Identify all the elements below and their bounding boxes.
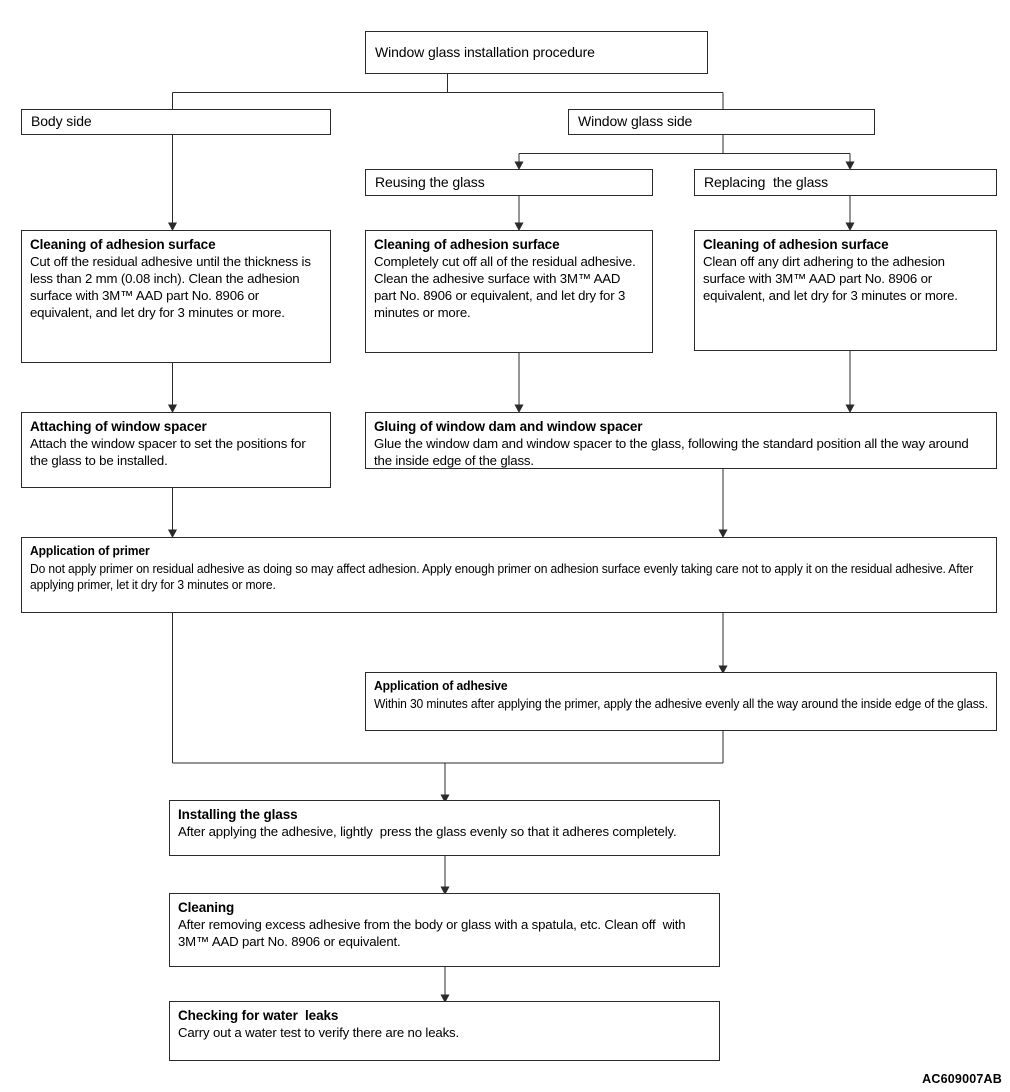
node-root: Window glass installation procedure	[365, 31, 708, 74]
node-replacing-the-glass-label: Replacing the glass	[704, 173, 829, 190]
node-window-glass-side-label: Window glass side	[578, 113, 693, 130]
node-cleaning-adhesion-surface-body-text: Cut off the residual adhesive until the …	[30, 254, 315, 320]
node-reusing-the-glass-label: Reusing the glass	[375, 173, 485, 190]
node-window-glass-side: Window glass side	[568, 109, 875, 135]
node-cleaning-text: After removing excess adhesive from the …	[178, 917, 689, 950]
node-attaching-window-spacer: Attaching of window spacer Attach the wi…	[21, 412, 331, 488]
node-body-side: Body side	[21, 109, 331, 135]
node-body-side-label: Body side	[31, 113, 92, 130]
node-cleaning-adhesion-surface-body-title: Cleaning of adhesion surface	[30, 237, 216, 252]
node-checking-water-leaks-title: Checking for water leaks	[178, 1008, 339, 1023]
node-replacing-the-glass: Replacing the glass	[694, 169, 997, 196]
node-cleaning-adhesion-surface-replace-title: Cleaning of adhesion surface	[703, 237, 889, 252]
node-installing-the-glass: Installing the glass After applying the …	[169, 800, 720, 856]
node-checking-water-leaks-text: Carry out a water test to verify there a…	[178, 1025, 459, 1041]
node-attaching-window-spacer-text: Attach the window spacer to set the posi…	[30, 436, 310, 469]
node-cleaning-adhesion-surface-reuse-text: Completely cut off all of the residual a…	[374, 254, 640, 320]
node-gluing-window-dam-spacer: Gluing of window dam and window spacer G…	[365, 412, 997, 469]
node-cleaning-adhesion-surface-body: Cleaning of adhesion surface Cut off the…	[21, 230, 331, 363]
node-cleaning-adhesion-surface-replace: Cleaning of adhesion surface Clean off a…	[694, 230, 997, 351]
node-installing-the-glass-title: Installing the glass	[178, 807, 298, 822]
node-application-of-primer-text: Do not apply primer on residual adhesive…	[30, 560, 977, 593]
node-reusing-the-glass: Reusing the glass	[365, 169, 653, 196]
node-gluing-window-dam-spacer-title: Gluing of window dam and window spacer	[374, 419, 643, 434]
node-cleaning-adhesion-surface-reuse-title: Cleaning of adhesion surface	[374, 237, 560, 252]
node-checking-water-leaks: Checking for water leaks Carry out a wat…	[169, 1001, 720, 1061]
node-application-of-adhesive-text: Within 30 minutes after applying the pri…	[374, 695, 988, 711]
node-installing-the-glass-text: After applying the adhesive, lightly pre…	[178, 824, 677, 840]
node-application-of-primer: Application of primer Do not apply prime…	[21, 537, 997, 613]
node-application-of-primer-title: Application of primer	[30, 543, 150, 558]
node-application-of-adhesive: Application of adhesive Within 30 minute…	[365, 672, 997, 731]
node-application-of-adhesive-title: Application of adhesive	[374, 678, 508, 693]
node-cleaning-title: Cleaning	[178, 900, 235, 915]
node-cleaning-adhesion-surface-reuse: Cleaning of adhesion surface Completely …	[365, 230, 653, 353]
figure-reference-code: AC609007AB	[922, 1072, 1002, 1086]
node-attaching-window-spacer-title: Attaching of window spacer	[30, 419, 207, 434]
node-gluing-window-dam-spacer-text: Glue the window dam and window spacer to…	[374, 436, 973, 469]
node-cleaning: Cleaning After removing excess adhesive …	[169, 893, 720, 967]
node-cleaning-adhesion-surface-replace-text: Clean off any dirt adhering to the adhes…	[703, 254, 958, 304]
node-root-label: Window glass installation procedure	[375, 43, 595, 60]
